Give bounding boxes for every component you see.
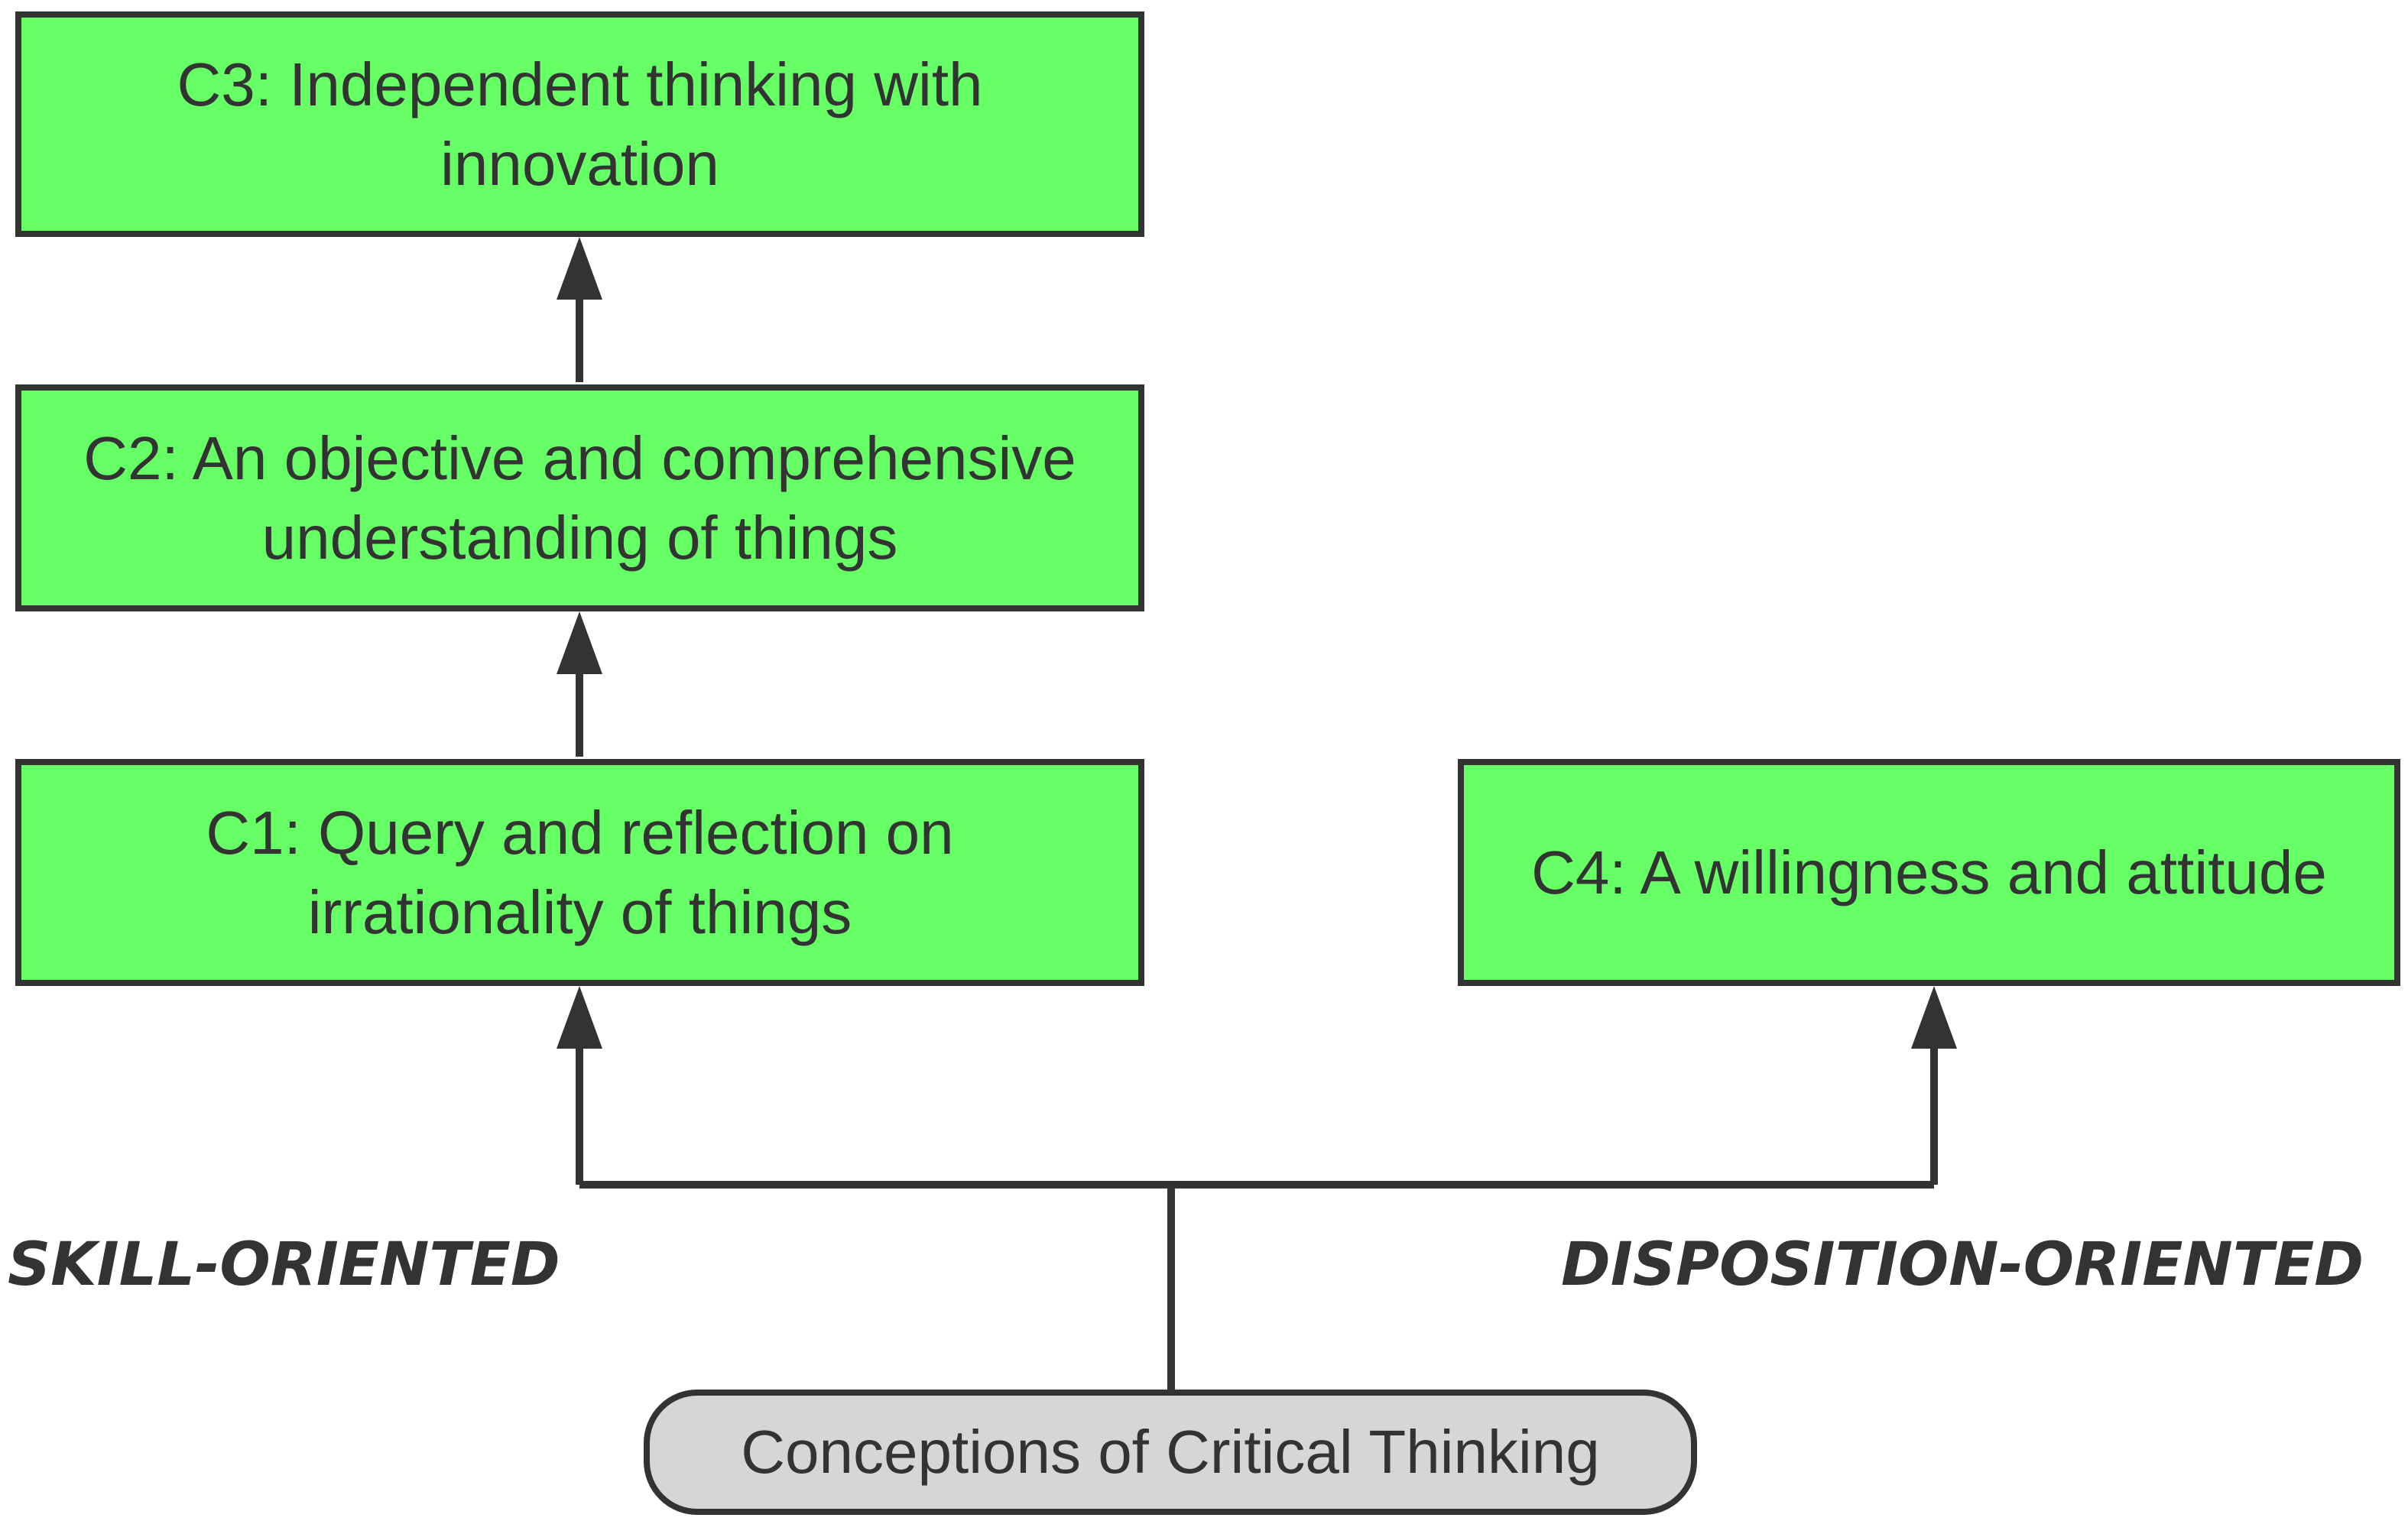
root-node: Conceptions of Critical Thinking — [644, 1390, 1697, 1515]
node-c1-label: C1: Query and reflection on irrationalit… — [206, 798, 954, 946]
branch-label-disposition: DISPOSITION-ORIENTED — [1561, 1231, 2364, 1299]
node-c2: C2: An objective and comprehensive under… — [15, 384, 1144, 611]
root-node-label: Conceptions of Critical Thinking — [741, 1418, 1600, 1486]
arrowhead-c1 — [557, 986, 602, 1049]
arrowhead-c3 — [557, 237, 602, 300]
node-c4: C4: A willingness and attitude — [1458, 759, 2400, 986]
branch-label-skill: SKILL-ORIENTED — [8, 1231, 560, 1299]
node-c3-label: C3: Independent thinking with innovation — [177, 50, 983, 198]
node-c2-label: C2: An objective and comprehensive under… — [83, 423, 1076, 572]
node-c4-label: C4: A willingness and attitude — [1531, 838, 2327, 906]
arrowhead-c4 — [1911, 986, 1957, 1049]
node-c1: C1: Query and reflection on irrationalit… — [15, 759, 1144, 986]
node-c3: C3: Independent thinking with innovation — [15, 11, 1144, 237]
arrowhead-c2 — [557, 611, 602, 674]
